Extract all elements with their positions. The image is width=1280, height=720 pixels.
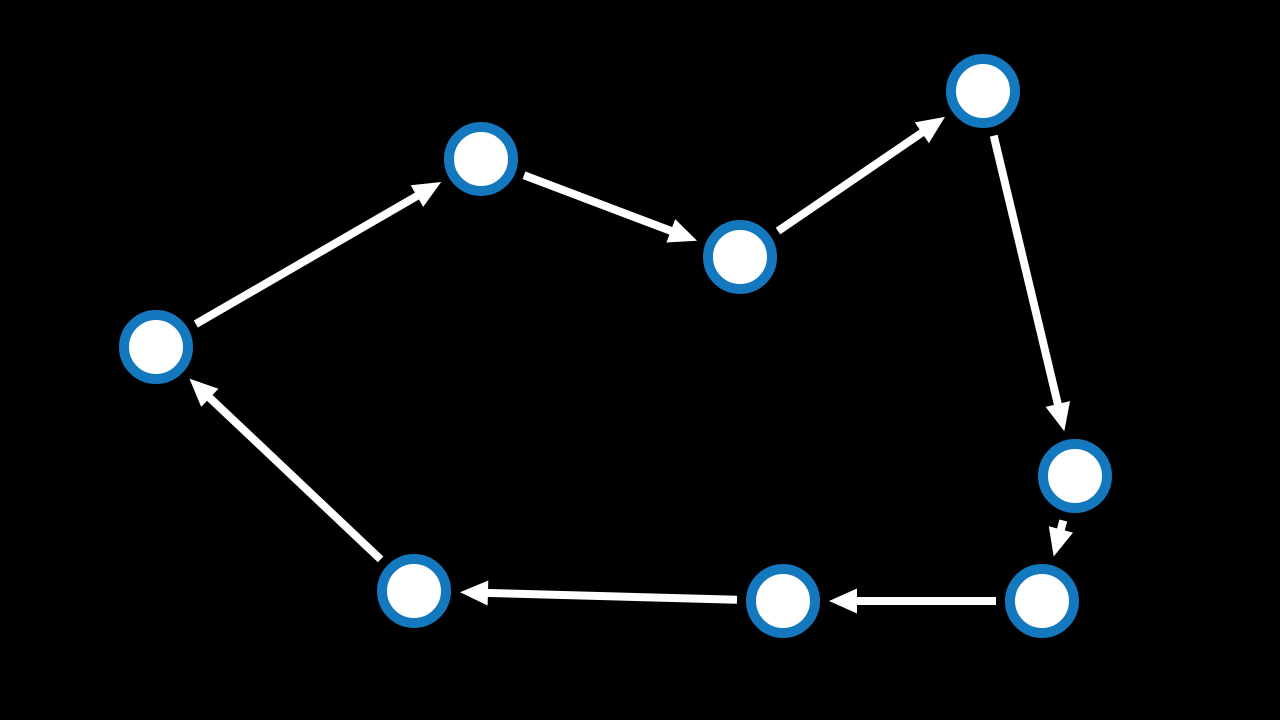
graph-node-top-right	[946, 54, 1020, 128]
graph-edge-node-top-right-to-node-right	[989, 134, 1070, 432]
arrowhead-icon	[1048, 526, 1073, 557]
edge-line	[193, 191, 422, 328]
graph-edge-node-upper-left-to-node-middle	[522, 171, 697, 243]
graph-node-bottom-right	[1005, 564, 1079, 638]
graph-edge-node-bottom-middle-to-node-bottom-left	[460, 580, 738, 606]
graph-node-middle	[703, 220, 777, 294]
graph-edge-node-right-to-node-bottom-right	[1048, 519, 1073, 557]
arrowhead-icon	[410, 182, 442, 207]
edge-line	[484, 588, 738, 604]
edge-line	[989, 134, 1063, 408]
arrowhead-icon	[914, 116, 945, 144]
graph-edge-node-middle-to-node-top-right	[775, 116, 945, 235]
arrowhead-icon	[1045, 401, 1070, 432]
edge-line	[522, 171, 676, 236]
arrowhead-icon	[189, 378, 219, 407]
edge-line	[204, 392, 384, 563]
edge-line	[775, 127, 927, 235]
graph-node-bottom-left	[377, 554, 451, 628]
graph-node-upper-left	[444, 122, 518, 196]
graph-node-left	[119, 310, 193, 384]
graph-edge-node-bottom-left-to-node-left	[189, 378, 384, 563]
graph-node-right	[1038, 439, 1112, 513]
graph-edge-node-left-to-node-upper-left	[193, 182, 442, 328]
graph-edge-node-bottom-right-to-node-bottom-middle	[829, 588, 996, 614]
graph-node-bottom-middle	[746, 564, 820, 638]
arrowhead-icon	[666, 219, 697, 243]
arrowhead-icon	[829, 588, 857, 614]
arrowhead-icon	[460, 580, 489, 606]
